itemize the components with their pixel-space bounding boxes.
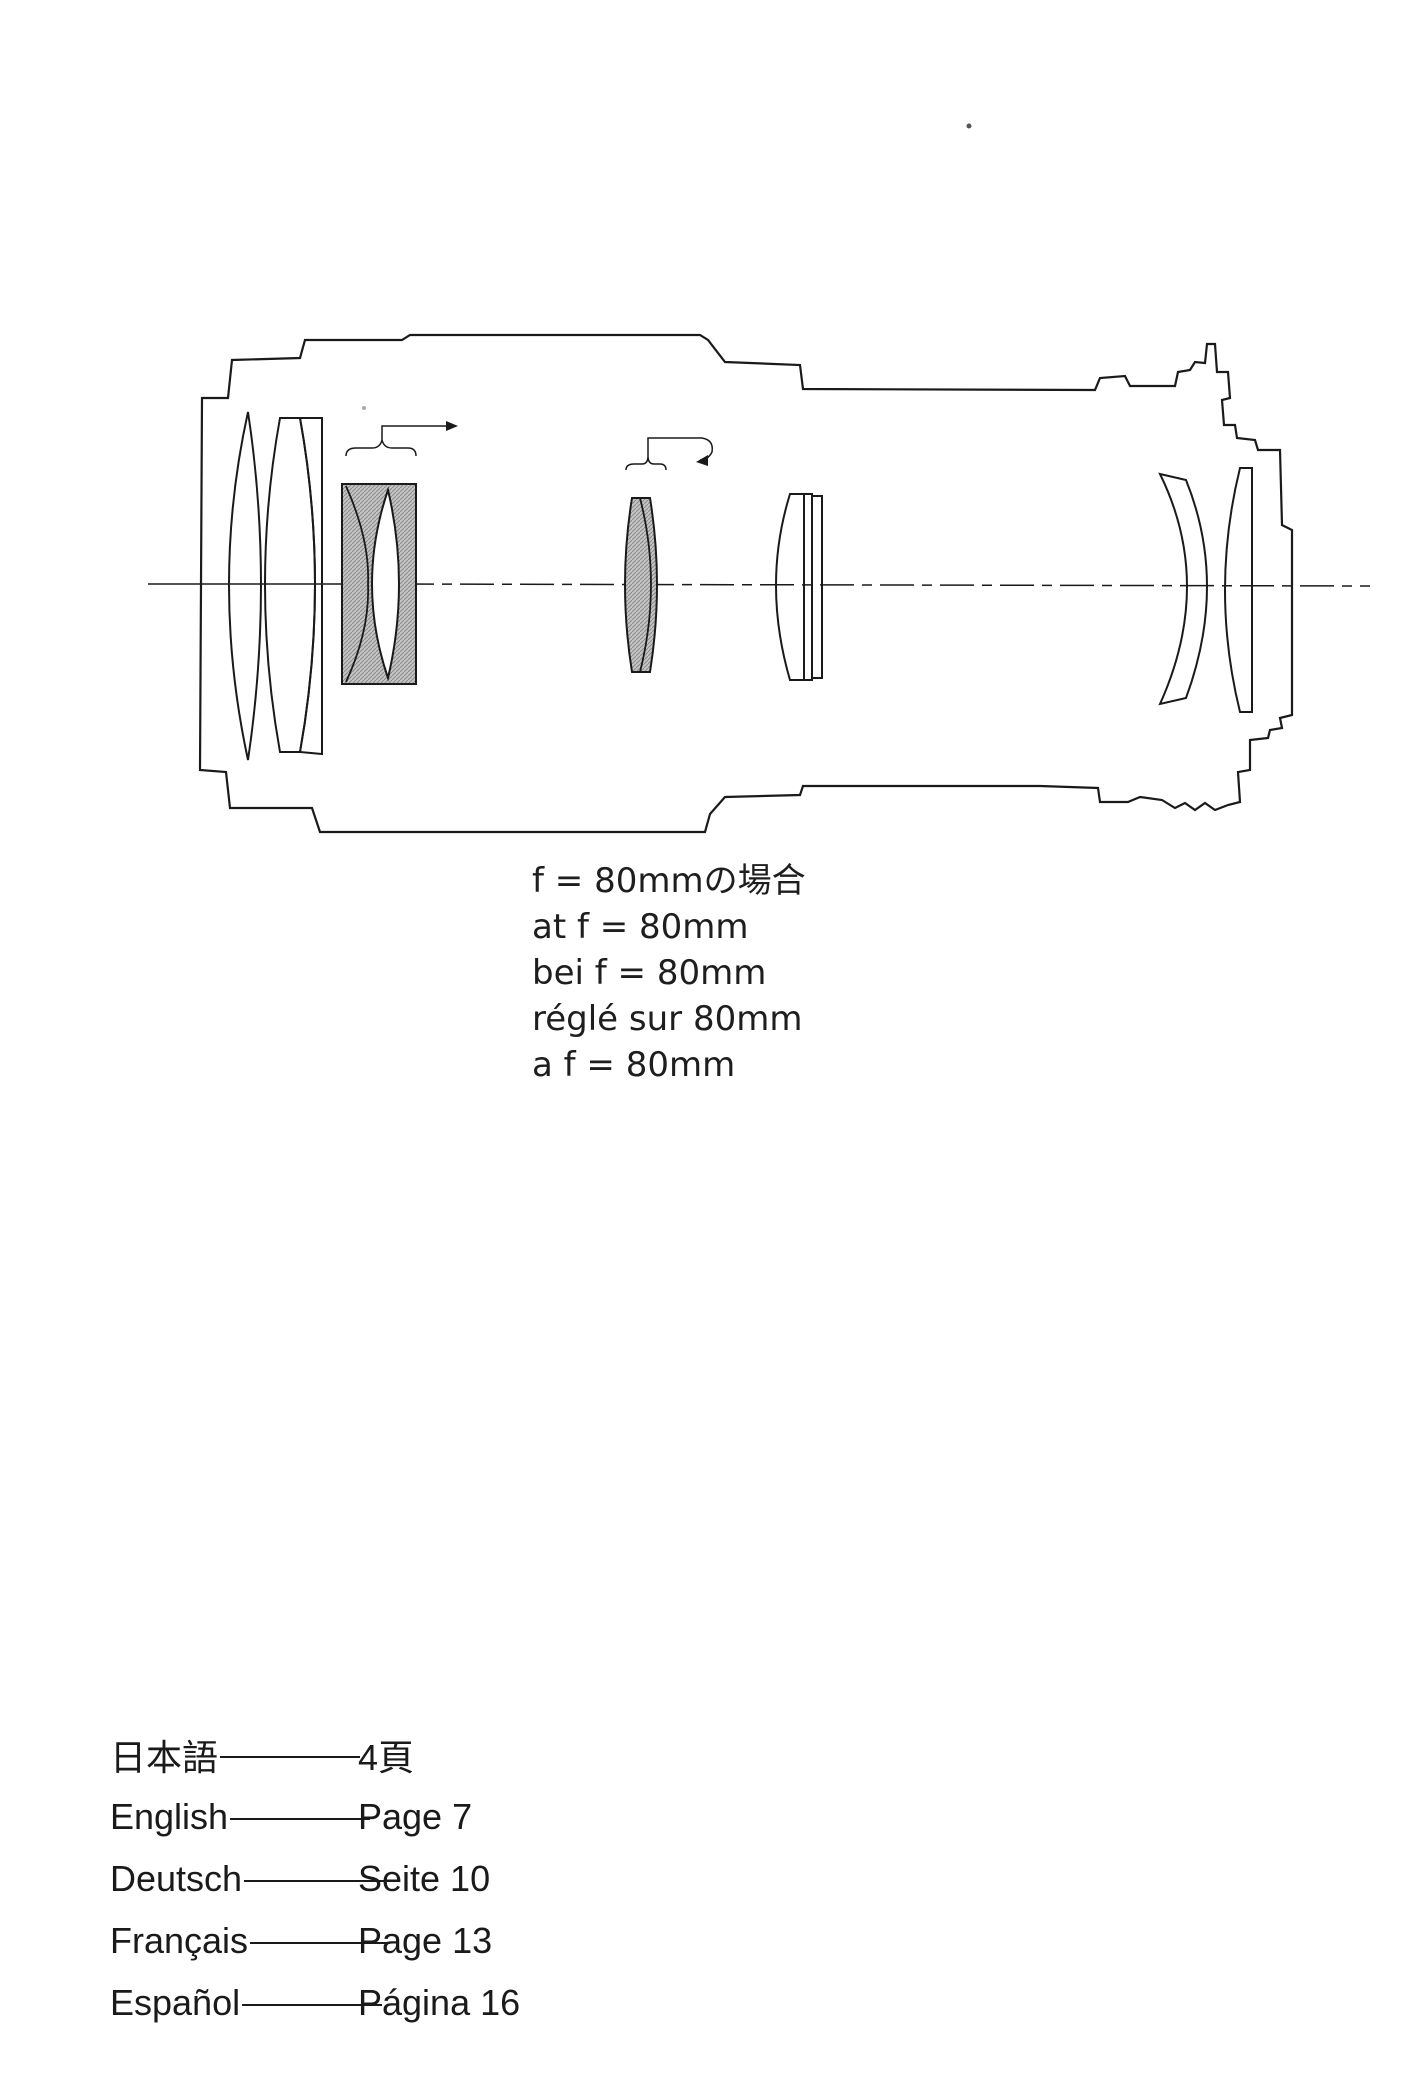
caption-line-english: at f = 80mm <box>532 907 749 947</box>
toc-leader-line <box>250 1942 391 1944</box>
toc-row-german: Deutsch Seite 10 <box>110 1848 530 1910</box>
toc-row-japanese: 日本語 4頁 <box>110 1724 530 1786</box>
caption-line-french: réglé sur 80mm <box>532 999 803 1039</box>
middle-lens-element-1 <box>775 493 805 681</box>
rear-lens-meniscus <box>1158 472 1208 706</box>
toc-page: Seite 10 <box>358 1858 491 1899</box>
shaded-lens-group-2 <box>624 497 658 673</box>
toc-page: Page 13 <box>358 1920 493 1961</box>
middle-lens-element-3 <box>811 495 823 679</box>
registration-dot <box>362 406 366 410</box>
lens-cross-section-diagram <box>148 123 1371 834</box>
toc-row-spanish: Español Página 16 <box>110 1972 530 2034</box>
toc-language: Français <box>110 1920 249 1961</box>
motion-bracket-2 <box>625 455 667 471</box>
toc-page: Página 16 <box>358 1982 521 2023</box>
registration-dot <box>966 123 972 129</box>
shaded-lens-group-2-divider <box>639 497 652 673</box>
shaded-lens-group-1-curve <box>345 485 370 683</box>
toc-leader-line <box>220 1756 361 1758</box>
toc-leader-line <box>230 1818 371 1820</box>
toc-language: 日本語 <box>110 1737 219 1778</box>
motion-arrow-1 <box>381 425 456 440</box>
toc-language: English <box>110 1796 229 1837</box>
caption-line-spanish: a f = 80mm <box>532 1045 736 1085</box>
motion-arrow-2-head <box>696 455 708 466</box>
middle-lens-element-2 <box>803 493 813 681</box>
toc-language: Deutsch <box>110 1858 243 1899</box>
toc-language: Español <box>110 1982 241 2023</box>
diagram-caption: f = 80mmの場合 at f = 80mm bei f = 80mm rég… <box>532 858 806 1088</box>
front-lens-element-1 <box>228 411 262 761</box>
toc-row-english: English Page 7 <box>110 1786 530 1848</box>
front-lens-element-3 <box>298 417 323 756</box>
shaded-lens-group-1-cavity <box>371 486 400 682</box>
toc-leader-line <box>244 1880 385 1882</box>
motion-arrow-1-head <box>446 421 458 431</box>
toc-page: 4頁 <box>358 1737 415 1778</box>
toc-leader-line <box>242 2004 383 2006</box>
rear-lens-element <box>1224 467 1253 713</box>
toc-page: Page 7 <box>358 1796 473 1837</box>
toc-row-french: Français Page 13 <box>110 1910 530 1972</box>
caption-line-japanese: f = 80mmの場合 <box>532 861 806 901</box>
motion-bracket-1 <box>345 439 417 457</box>
caption-line-german: bei f = 80mm <box>532 953 767 993</box>
motion-arrow-2 <box>647 437 714 461</box>
language-table-of-contents: 日本語 4頁 English Page 7 Deutsch Seite 10 F… <box>110 1724 530 2034</box>
optical-axis-dashed <box>399 583 1371 587</box>
lens-barrel-outline <box>198 333 1294 834</box>
